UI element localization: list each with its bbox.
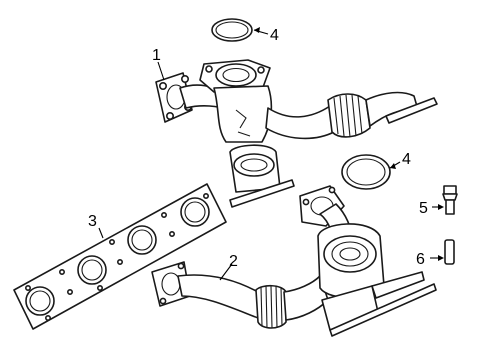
callout-3: 3 [88,213,97,230]
stud-pin [444,239,455,265]
callout-6: 6 [416,251,425,268]
callout-1: 1 [152,47,161,64]
upper-exhaust-manifold [155,59,438,208]
callout-leaders [98,27,444,281]
callout-5: 5 [419,200,428,217]
stud-with-nut [442,185,458,215]
gasket-ring-middle [341,154,391,190]
gasket-ring-upper [211,18,253,42]
manifold-gasket-plate [13,183,227,330]
callout-2: 2 [229,253,238,270]
callout-4-upper: 4 [270,27,279,44]
callout-4-middle: 4 [402,151,411,168]
lower-exhaust-manifold [151,185,437,337]
